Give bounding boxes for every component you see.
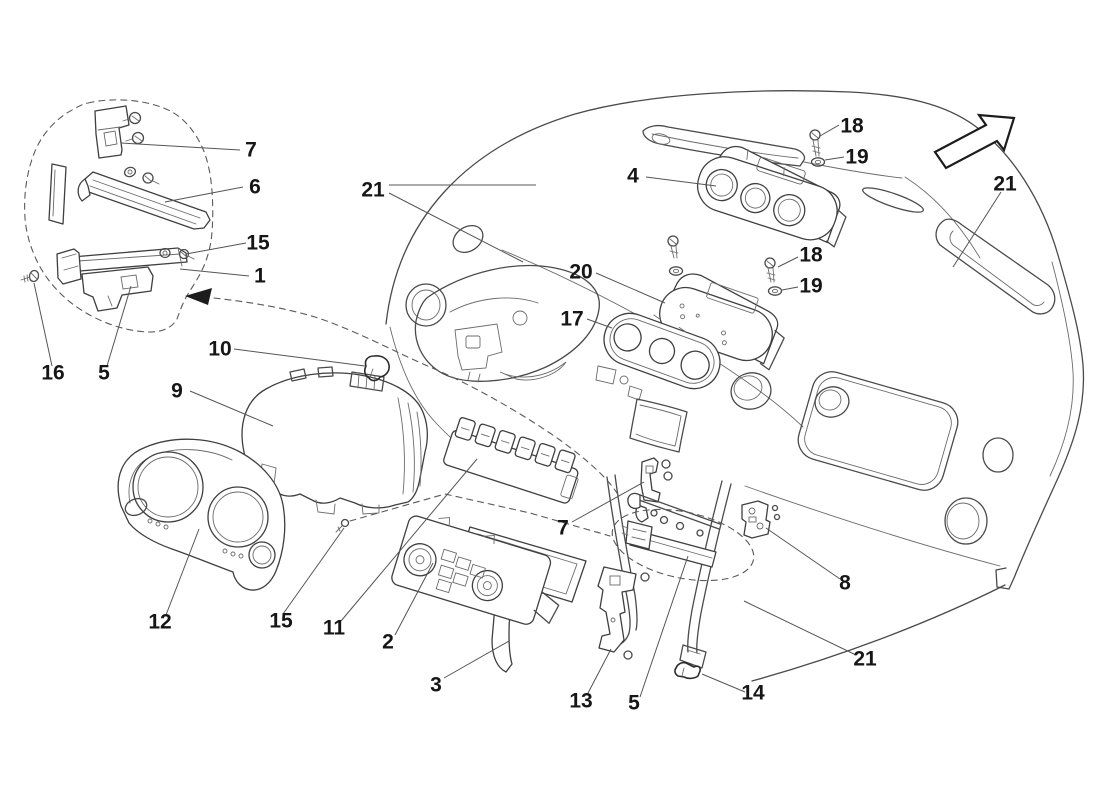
callout-2: 2	[382, 631, 394, 654]
vent-bezel	[603, 312, 721, 390]
callout-7-lower: 7	[557, 517, 569, 540]
direction-arrow-icon	[933, 113, 1016, 170]
callout-13: 13	[569, 690, 592, 713]
bracket-7	[635, 457, 673, 523]
screw-16	[20, 269, 40, 283]
callout-19-top: 19	[845, 146, 868, 169]
washer-19	[810, 157, 826, 167]
callout-21-left: 21	[361, 179, 385, 202]
alignment-dashed-lines	[213, 297, 755, 582]
mounting-rail-5	[621, 492, 721, 568]
bracket-8	[741, 500, 781, 539]
callout-21-right: 21	[993, 173, 1017, 196]
bracket-7-detail	[94, 105, 145, 159]
leader-lines	[33, 124, 1002, 698]
callout-15: 15	[246, 232, 270, 255]
climate-control-unit	[391, 515, 560, 625]
callout-4: 4	[627, 165, 639, 188]
callout-17: 17	[560, 308, 583, 331]
callout-11: 11	[323, 617, 346, 640]
display-unit	[659, 273, 785, 371]
callout-18-top: 18	[840, 115, 864, 138]
clip-10	[363, 355, 390, 382]
switch-panel	[443, 417, 579, 504]
callout-20: 20	[569, 261, 592, 284]
cluster-bezel	[117, 438, 286, 591]
dashboard-panel	[385, 90, 1085, 682]
callout-1: 1	[254, 265, 266, 288]
rail-6-detail	[77, 166, 211, 230]
instrument-cluster	[241, 366, 428, 515]
callout-8: 8	[839, 572, 851, 595]
callout-6: 6	[249, 176, 261, 199]
callout-5-left: 5	[98, 362, 110, 385]
bracket-13	[597, 566, 650, 660]
washer-19-lower	[767, 286, 783, 296]
callout-9: 9	[171, 380, 183, 403]
callout-3: 3	[430, 674, 442, 697]
callout-14: 14	[741, 682, 765, 705]
air-vent-unit	[696, 145, 847, 248]
instrument-support-detail	[56, 247, 195, 312]
callout-5-lower: 5	[628, 692, 640, 715]
screw-and-washer	[667, 235, 684, 276]
clip-14	[674, 661, 701, 680]
callout-21-bottom: 21	[853, 648, 877, 671]
screw-18	[809, 129, 821, 157]
insert-arrow-icon	[185, 288, 212, 305]
screw-18-lower	[764, 257, 776, 283]
callout-16: 16	[41, 362, 64, 385]
screw-15	[335, 518, 350, 533]
callout-18-mid: 18	[799, 244, 823, 267]
callout-10: 10	[208, 338, 231, 361]
detail-inset-bubble	[20, 99, 214, 333]
callout-19-mid: 19	[799, 275, 822, 298]
callout-15-lower: 15	[269, 610, 293, 633]
callout-7: 7	[245, 139, 257, 162]
callout-12: 12	[148, 611, 171, 634]
